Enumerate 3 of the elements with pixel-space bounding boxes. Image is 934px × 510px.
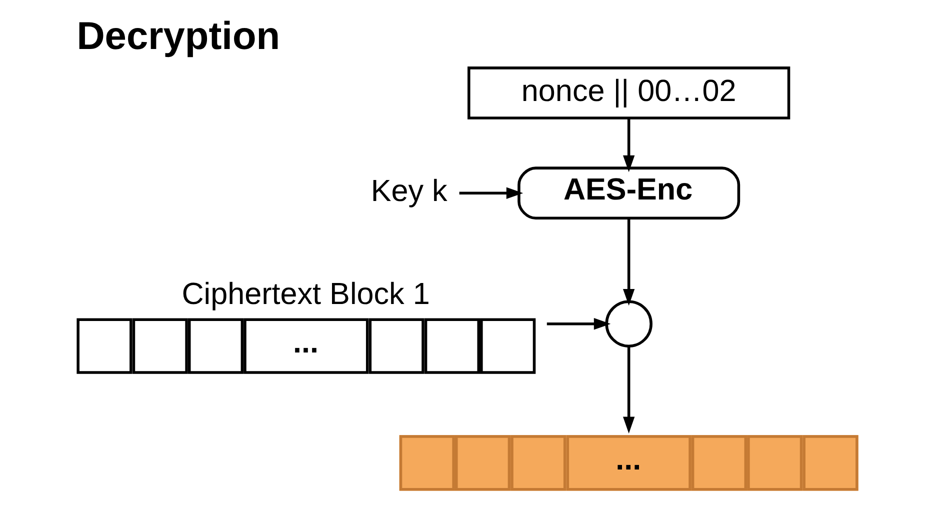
node-text: Key k	[370, 174, 447, 208]
diagram-title: Decryption	[76, 15, 280, 58]
node-text: Ciphertext Block 1 ...	[181, 276, 430, 360]
